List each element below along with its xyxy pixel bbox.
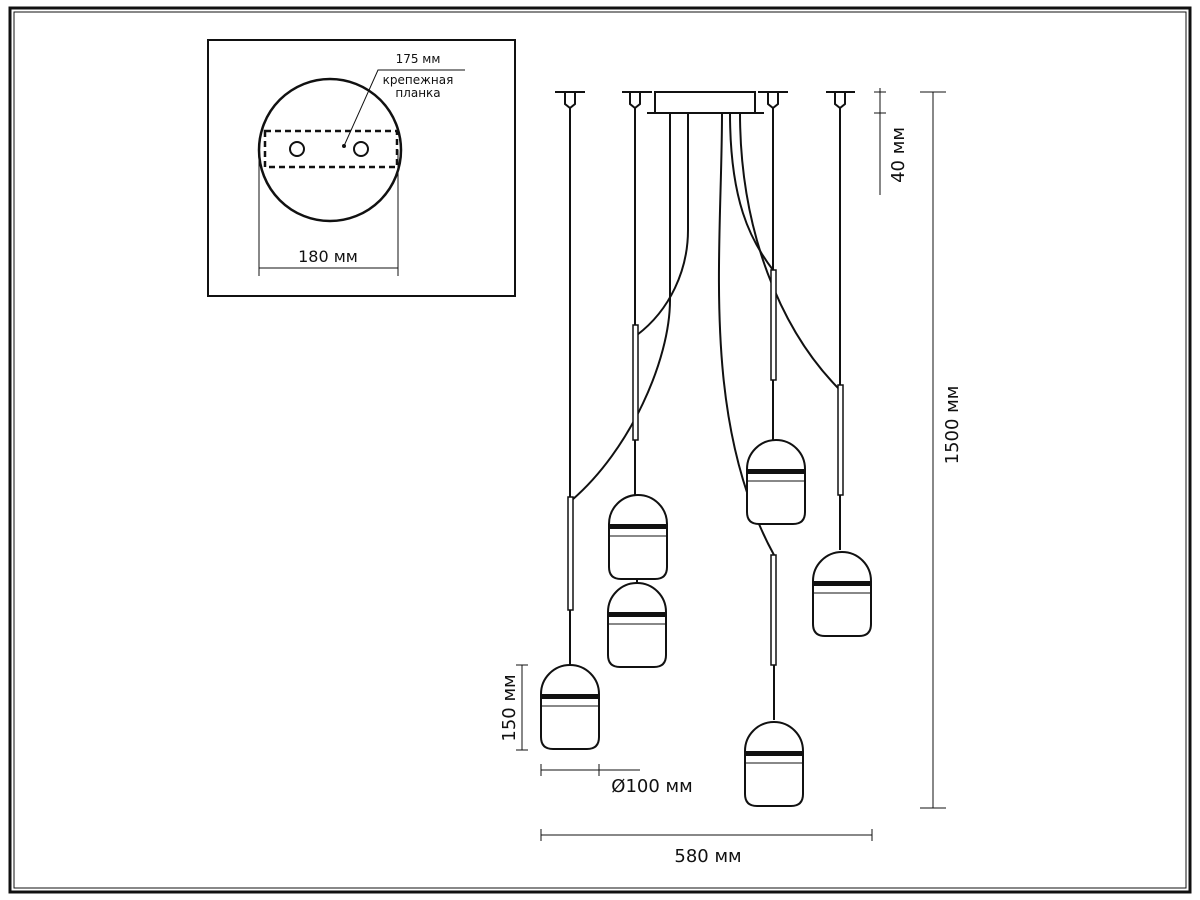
bracket-label-1: крепежная: [383, 73, 454, 87]
lamp-shade: [540, 664, 600, 750]
inset-frame: [207, 39, 516, 297]
outer-frame: [8, 6, 1192, 894]
lamp-shade: [746, 439, 806, 525]
mounting-bracket: [263, 129, 399, 169]
shade-band: [541, 694, 599, 699]
shade-height-label: 150 мм: [499, 674, 520, 741]
plate-size-label: 175 мм: [396, 52, 441, 66]
lamp-shade: [608, 494, 668, 580]
screw-hole-left: [289, 141, 305, 157]
shade-band: [745, 751, 803, 756]
lamp-shade: [607, 582, 667, 668]
rod-sleeves: [567, 269, 844, 666]
shade-band: [609, 524, 667, 529]
diameter-label: 180 мм: [298, 247, 358, 266]
dimension-lines: [516, 88, 946, 841]
screw-hole-right: [353, 141, 369, 157]
bracket-label-2: планка: [395, 86, 440, 100]
shade-band: [813, 581, 871, 586]
canopy-circle: [257, 77, 403, 223]
total-width-label: 580 мм: [674, 846, 741, 867]
leader-line: [343, 69, 465, 147]
shade-band: [608, 612, 666, 617]
shade-diameter-label: Ø100 мм: [611, 776, 692, 797]
lamp-shade: [744, 721, 804, 807]
outer-frame-inner: [13, 11, 1187, 889]
shade-band: [747, 469, 805, 474]
canopy-height-label: 40 мм: [888, 127, 909, 183]
lamp-shade: [812, 551, 872, 637]
ceiling-canopies: [555, 91, 855, 114]
total-height-label: 1500 мм: [942, 386, 963, 465]
canopy-detail-inset: 175 мм крепежная планка 180 мм: [207, 39, 516, 297]
